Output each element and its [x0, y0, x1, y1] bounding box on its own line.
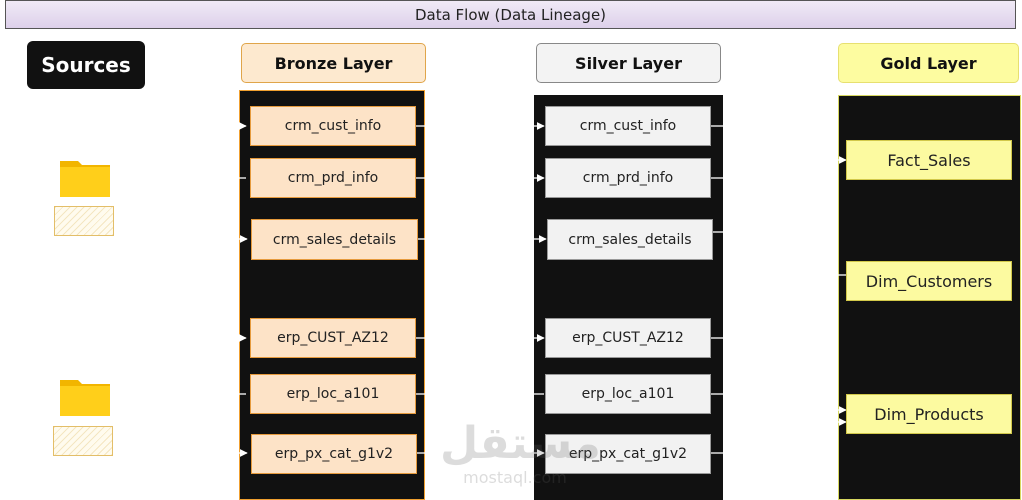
silver-layer-header: Silver Layer — [536, 43, 721, 83]
silver-table-erp-loc-a101: erp_loc_a101 — [545, 374, 711, 414]
bronze-table-erp-px-cat-g1v2: erp_px_cat_g1v2 — [251, 434, 417, 474]
gold-table-dim-customers: Dim_Customers — [846, 261, 1012, 301]
gold-table-dim-products: Dim_Products — [846, 394, 1012, 434]
silver-table-crm-cust-info: crm_cust_info — [545, 106, 711, 146]
gold-layer-header: Gold Layer — [838, 43, 1019, 83]
crm-source-note — [54, 206, 114, 236]
erp-source-note — [53, 426, 113, 456]
sources-label: Sources — [27, 41, 145, 89]
folder-icon — [60, 380, 110, 416]
bronze-table-crm-cust-info: crm_cust_info — [250, 106, 416, 146]
diagram-title: Data Flow (Data Lineage) — [5, 0, 1016, 29]
watermark-arabic: مستقل — [440, 418, 601, 469]
bronze-table-crm-prd-info: crm_prd_info — [250, 158, 416, 198]
folder-icon — [60, 161, 110, 197]
silver-table-crm-sales-details: crm_sales_details — [547, 219, 713, 260]
silver-table-erp-px-cat-g1v2: erp_px_cat_g1v2 — [545, 434, 711, 474]
watermark-latin: mostaql.com — [463, 468, 567, 487]
bronze-layer-header: Bronze Layer — [241, 43, 426, 83]
crm-source-folder — [60, 157, 110, 201]
bronze-table-erp-loc-a101: erp_loc_a101 — [250, 374, 416, 414]
silver-table-erp-cust-az12: erp_CUST_AZ12 — [545, 318, 711, 358]
silver-table-crm-prd-info: crm_prd_info — [545, 158, 711, 198]
gold-table-fact-sales: Fact_Sales — [846, 140, 1012, 180]
bronze-table-crm-sales-details: crm_sales_details — [251, 219, 418, 260]
watermark: مستقل mostaql.com — [440, 418, 601, 490]
erp-source-folder — [60, 376, 110, 420]
bronze-table-erp-cust-az12: erp_CUST_AZ12 — [250, 318, 416, 358]
